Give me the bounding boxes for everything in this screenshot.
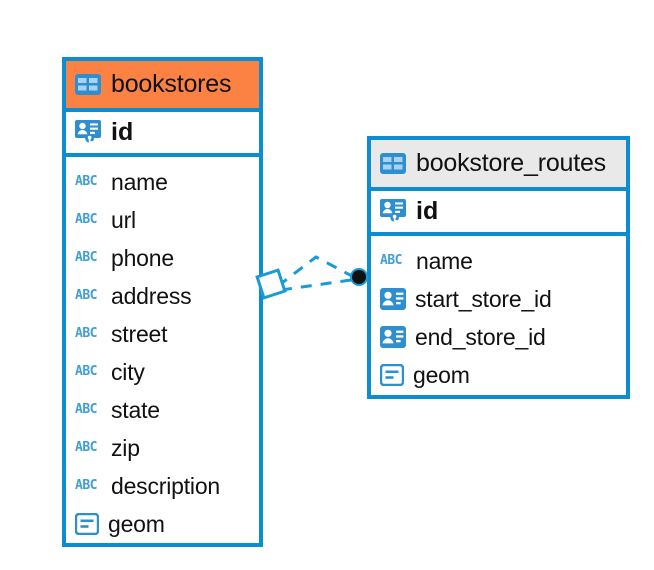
geometry-icon (380, 364, 404, 386)
entity-title: bookstores (111, 70, 232, 98)
field-row[interactable]: start_store_id (371, 280, 626, 318)
abc-icon: ABC (75, 250, 97, 265)
field-label: end_store_id (415, 323, 546, 350)
field-row[interactable]: ABC zip (66, 429, 259, 467)
field-row[interactable]: ABC phone (66, 239, 259, 277)
field-label: city (111, 358, 145, 385)
abc-icon: ABC (75, 364, 97, 379)
field-row[interactable]: ABC url (66, 201, 259, 239)
field-row[interactable]: ABC description (66, 467, 259, 505)
field-row[interactable]: ABC name (371, 242, 626, 280)
abc-icon: ABC (75, 174, 97, 189)
field-label: geom (108, 510, 165, 537)
primary-key-row[interactable]: id (371, 191, 626, 236)
entity-header-bookstore-routes[interactable]: bookstore_routes (371, 140, 626, 191)
abc-icon: ABC (75, 288, 97, 303)
primary-key-icon (380, 199, 406, 224)
field-row[interactable]: ABC street (66, 315, 259, 353)
foreign-key-icon (380, 326, 406, 348)
field-row[interactable]: geom (66, 505, 259, 543)
relationship-line-upper (277, 255, 353, 288)
table-icon (380, 153, 406, 174)
entity-title: bookstore_routes (416, 149, 606, 177)
primary-key-row[interactable]: id (66, 112, 259, 157)
abc-icon: ABC (75, 478, 97, 493)
field-row[interactable]: geom (371, 356, 626, 394)
field-label: name (111, 168, 168, 195)
foreign-key-icon (380, 288, 406, 310)
entity-header-bookstores[interactable]: bookstores (66, 61, 259, 112)
primary-key-icon (75, 120, 101, 145)
field-label: name (416, 247, 473, 274)
field-list-bookstores: ABC name ABC url ABC phone ABC address A… (66, 157, 259, 543)
table-icon (75, 74, 101, 95)
entity-bookstores[interactable]: bookstores id (62, 57, 263, 547)
abc-icon: ABC (75, 402, 97, 417)
field-label: street (111, 320, 168, 347)
field-label: state (111, 396, 160, 423)
entity-bookstore-routes[interactable]: bookstore_routes id (367, 136, 630, 399)
geometry-icon (75, 513, 99, 535)
field-row[interactable]: ABC name (66, 163, 259, 201)
relationship-line-lower (280, 278, 352, 292)
field-label: url (111, 206, 136, 233)
primary-key-label: id (111, 118, 134, 146)
field-row[interactable]: ABC address (66, 277, 259, 315)
abc-icon: ABC (75, 440, 97, 455)
field-row[interactable]: ABC state (66, 391, 259, 429)
field-label: start_store_id (415, 285, 552, 312)
field-row[interactable]: ABC city (66, 353, 259, 391)
field-row[interactable]: end_store_id (371, 318, 626, 356)
abc-icon: ABC (75, 326, 97, 341)
primary-key-label: id (416, 197, 439, 225)
field-label: geom (413, 361, 470, 388)
abc-icon: ABC (75, 212, 97, 227)
abc-icon: ABC (380, 253, 402, 268)
field-label: zip (111, 434, 140, 461)
filled-circle-marker (350, 268, 368, 286)
field-label: description (111, 472, 221, 499)
field-label: address (111, 282, 192, 309)
field-list-bookstore-routes: ABC name start_store_id (371, 236, 626, 394)
field-label: phone (111, 244, 174, 271)
